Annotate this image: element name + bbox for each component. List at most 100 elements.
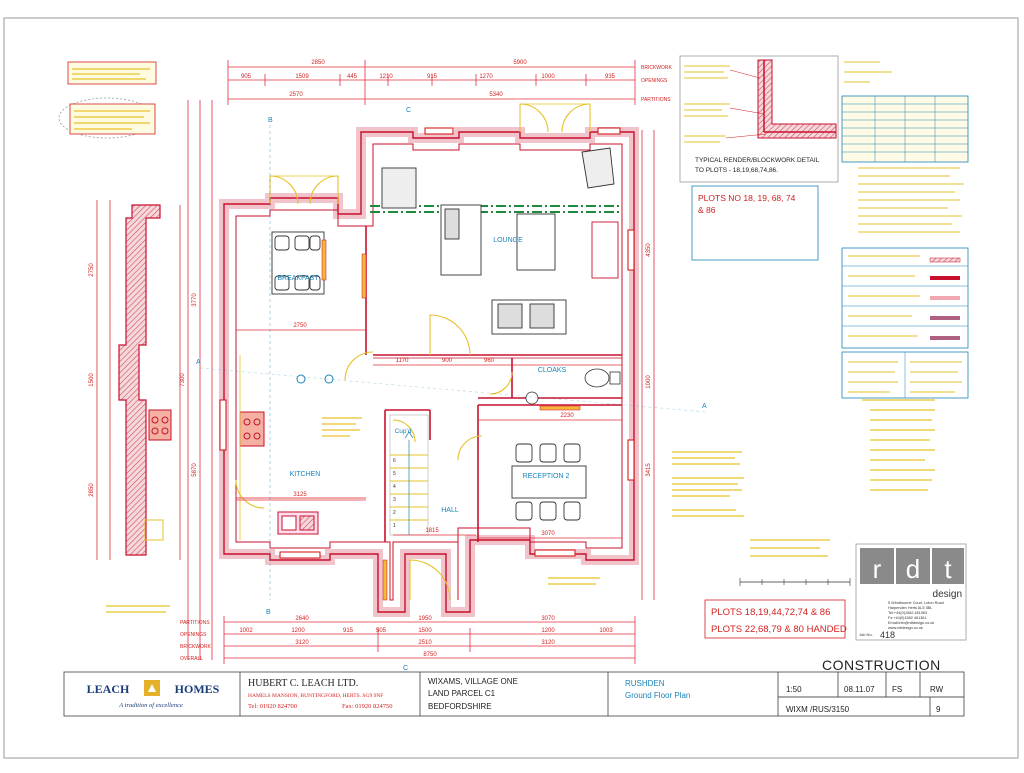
scale-bar-ticks <box>739 578 851 586</box>
dim-bottom-opening: 1003 <box>599 628 613 634</box>
dim-interior: 1815 <box>425 528 439 534</box>
drawing-number: WIXM /RUS/3150 <box>786 705 850 714</box>
dim-interior: 960 <box>484 358 495 364</box>
section-mark-c: C <box>406 107 411 114</box>
dim-opening: 1000 <box>541 74 555 80</box>
dim-bottom-partition: 2640 <box>295 616 309 622</box>
dim-opening: 445 <box>347 74 358 80</box>
svg-text:5: 5 <box>393 471 396 477</box>
room-label-kitchen: KITCHEN <box>290 471 321 478</box>
internal-walls <box>365 226 622 542</box>
drawing-title: Ground Floor Plan <box>625 691 690 700</box>
rdt-letter-t: t <box>944 554 952 584</box>
dim-partition: 2570 <box>289 92 303 98</box>
dim-left: 3770 <box>192 293 198 307</box>
row-label-partitions: PARTITIONS <box>641 97 671 103</box>
dim-bottom-brickwork: 3120 <box>541 640 555 646</box>
dim-bottom-partition: 1950 <box>418 616 432 622</box>
drawn-by: FS <box>892 685 902 694</box>
external-walls <box>219 127 639 617</box>
dim-interior: 1170 <box>396 358 410 364</box>
dim-opening: 1270 <box>479 74 493 80</box>
stair-numbers: 654 321 <box>393 458 396 529</box>
dim-interior: 2750 <box>293 323 307 329</box>
rdt-address-line: 5 Windbourne Court, Luton Road <box>888 601 944 605</box>
section-mark-a: A <box>702 403 707 410</box>
site-line-1: WIXAMS, VILLAGE ONE <box>428 677 518 686</box>
top-dimension-lines <box>227 60 636 105</box>
svg-text:6: 6 <box>393 458 396 464</box>
rdt-word-design: design <box>933 589 962 600</box>
company-fax: Fax: 01920 824750 <box>342 703 393 710</box>
bottom-dimension-lines <box>223 616 636 664</box>
company-name: HUBERT C. LEACH LTD. <box>248 678 358 689</box>
dim-interior: 2230 <box>560 413 574 419</box>
drawing-status: CONSTRUCTION <box>822 657 941 673</box>
room-label-cloaks: CLOAKS <box>538 367 567 374</box>
drawing-date: 08.11.07 <box>844 685 875 694</box>
row-label-brickwork: BRICKWORK <box>641 65 673 71</box>
section-lines <box>199 125 707 600</box>
plots-note-line-1: PLOTS NO 18, 19, 68, 74 <box>698 193 796 203</box>
plots-handed-box <box>704 599 846 639</box>
radiators <box>321 239 581 601</box>
dim-bottom-opening: 505 <box>376 628 387 634</box>
svg-text:3: 3 <box>393 497 396 503</box>
note-box-top-left <box>58 61 157 139</box>
row-label-openings: OPENINGS <box>180 632 207 638</box>
row-label-overall: OVERALL <box>180 656 203 662</box>
section-markers: A A B B C C <box>196 107 707 672</box>
dim-partition: 5340 <box>489 92 503 98</box>
job-number: 418 <box>880 630 895 640</box>
room-label-breakfast: BREAKFAST <box>277 275 319 282</box>
logo-tagline: A tradition of excellence <box>118 702 183 709</box>
dim-opening: 1509 <box>295 74 309 80</box>
left-dimension-lines <box>187 100 213 660</box>
job-no-label: Job No. <box>859 632 873 637</box>
kitchen-fittings <box>236 355 366 540</box>
detail-caption-line-1: TYPICAL RENDER/BLOCKWORK DETAIL <box>695 157 820 164</box>
dim-right: 3415 <box>646 463 652 477</box>
row-label-brickwork: BRICKWORK <box>180 644 212 650</box>
row-label-openings: OPENINGS <box>641 78 668 84</box>
svg-text:2: 2 <box>393 510 396 516</box>
room-label-reception-2: RECEPTION 2 <box>523 473 570 480</box>
dim-interior: 900 <box>442 358 453 364</box>
render-blockwork-detail <box>679 55 839 183</box>
breakfast-table <box>271 231 325 295</box>
right-dimension-lines <box>641 130 655 600</box>
site-line-3: BEDFORDSHIRE <box>428 702 492 711</box>
dim-opening: 905 <box>241 74 252 80</box>
section-mark-c: C <box>403 665 408 672</box>
dim-bottom-brickwork: 2510 <box>418 640 432 646</box>
site-line-2: LAND PARCEL C1 <box>428 689 496 698</box>
cloakroom-fittings <box>525 368 621 405</box>
plots-note-box <box>691 185 819 261</box>
rdt-letter-d: d <box>906 554 920 584</box>
dim-right: 1000 <box>646 375 652 389</box>
dim-opening: 1210 <box>379 74 393 80</box>
dim-overall-2: 5900 <box>513 60 527 66</box>
house-type: RUSHDEN <box>625 679 665 688</box>
rdt-address-line: Email:info@rdtdesign.co.uk <box>888 621 934 625</box>
dim-bottom-overall: 8750 <box>423 652 437 658</box>
left-section-strip <box>96 200 181 560</box>
rdt-address: 5 Windbourne Court, Luton Road Harpenden… <box>888 601 944 630</box>
dim-overall-1: 2850 <box>311 60 325 66</box>
dim-bottom-partition: 3070 <box>541 616 555 622</box>
logo-text-leach: LEACH <box>87 682 130 696</box>
lounge-sofas <box>381 147 619 335</box>
dim-bottom-opening: 1002 <box>239 628 253 634</box>
company-tel: Tel: 01920 824700 <box>248 703 297 710</box>
dim-interior: 3125 <box>293 492 307 498</box>
rdt-address-line: Tel:+44(0)1582 461063 <box>888 611 927 615</box>
dim-opening: 935 <box>605 74 616 80</box>
room-label-cupd: Cup'd <box>395 428 412 435</box>
rdt-letter-r: r <box>873 554 882 584</box>
room-label-hall: HALL <box>441 507 459 514</box>
specification-key-tables <box>841 61 969 399</box>
dim-left: 2850 <box>89 483 95 497</box>
dim-bottom-opening: 915 <box>343 628 354 634</box>
